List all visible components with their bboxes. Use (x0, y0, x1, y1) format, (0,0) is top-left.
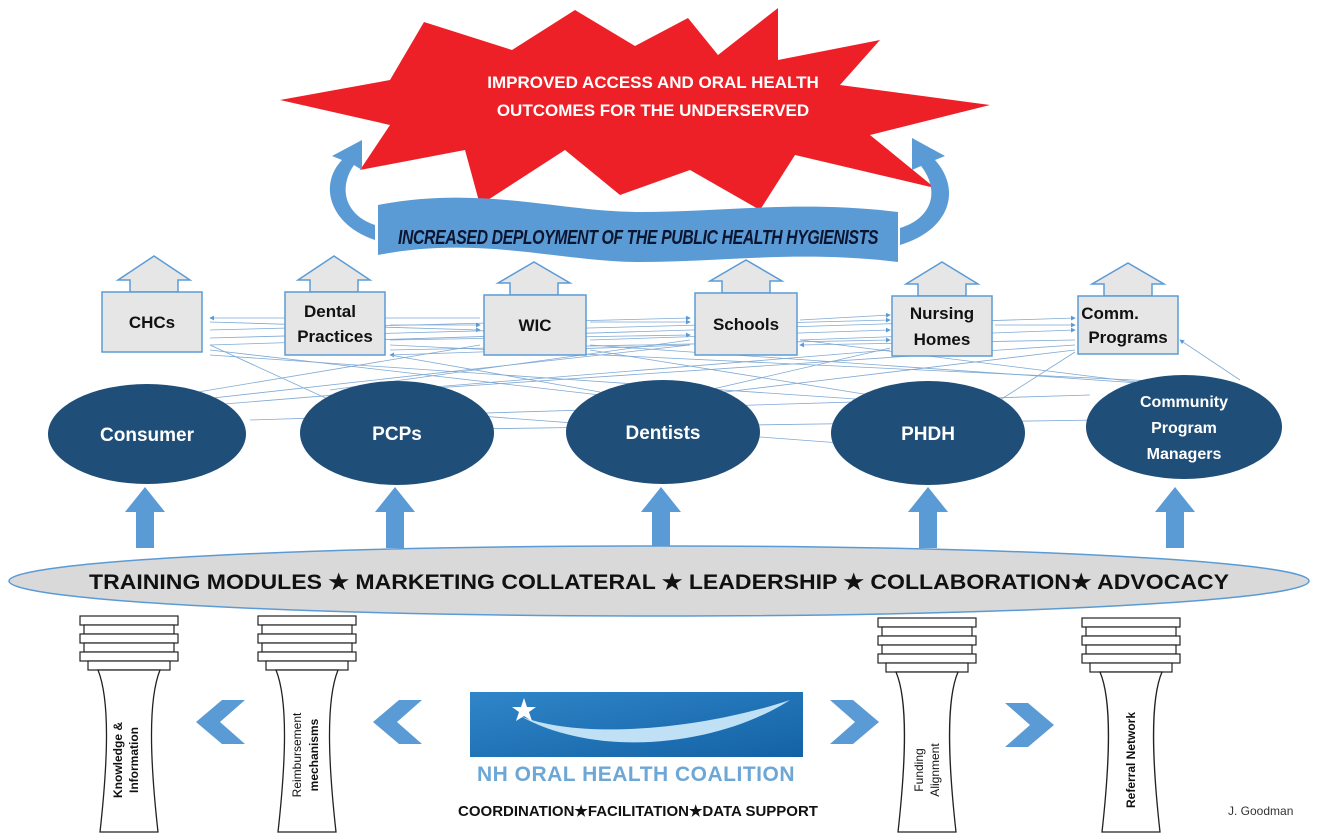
goal-starburst (280, 8, 990, 210)
star-icon (512, 698, 536, 721)
pillar-capital-icon (877, 617, 977, 673)
stakeholder-cpm-label-2: Program (1151, 420, 1217, 437)
stakeholder-consumer[interactable]: Consumer (48, 384, 246, 484)
pillar-funding-label-1: Funding (912, 748, 926, 791)
pillar-knowledge: Knowledge & Information (79, 615, 179, 833)
foundation-bar (8, 545, 1310, 617)
pillar-funding: Funding Alignment (877, 617, 977, 833)
up-arrow-icon (707, 259, 785, 294)
stakeholder-dentists[interactable]: Dentists (566, 380, 760, 484)
up-arrow-icon (495, 261, 573, 296)
chevron-left-icon (196, 700, 245, 744)
pillar-reimb-label-1: Reimbursement (290, 712, 304, 797)
stakeholder-cpm-label-3: Managers (1147, 446, 1222, 463)
up-arrow-icon (641, 487, 681, 548)
chevron-left-icon (373, 700, 422, 744)
setting-dental-practices[interactable]: Dental Practices (284, 255, 386, 356)
up-arrow-icon (375, 487, 415, 548)
coalition-name: NH ORAL HEALTH COALITION (477, 763, 795, 786)
stakeholder-phdh[interactable]: PHDH (831, 381, 1025, 485)
swoosh (520, 700, 790, 743)
setting-nursing-label-2: Homes (914, 330, 971, 349)
pillar-knowledge-label-2: Information (127, 727, 141, 793)
coalition-logo (470, 692, 803, 757)
stakeholder-consumer-label: Consumer (100, 425, 195, 446)
setting-schools-label: Schools (713, 315, 779, 334)
chevron-right-icon (1005, 703, 1054, 747)
setting-comm-label-1: Comm. (1081, 304, 1139, 323)
deployment-banner (378, 197, 898, 262)
pillar-reimb-label-2: mechanisms (307, 718, 321, 791)
pillar-funding-label-2: Alignment (928, 743, 942, 797)
pillar-knowledge-label-1: Knowledge & (111, 722, 125, 798)
pillar-capital-icon (1081, 617, 1181, 673)
pillar-referral-label: Referral Network (1124, 712, 1138, 808)
up-arrow-icon (1155, 487, 1195, 548)
setting-wic-label: WIC (518, 316, 551, 335)
setting-schools[interactable]: Schools (694, 259, 798, 356)
stakeholder-phdh-label: PHDH (901, 424, 955, 445)
foundation-text: TRAINING MODULES ★ MARKETING COLLATERAL … (89, 571, 1229, 594)
chevron-right-icon (830, 700, 879, 744)
pillar-capital-icon (257, 615, 357, 671)
up-arrow-icon (115, 255, 193, 293)
left-curved-arrow (329, 140, 375, 240)
coalition-roles: COORDINATION★FACILITATION★DATA SUPPORT (458, 803, 818, 820)
foundation-up-arrows (125, 487, 1195, 548)
up-arrow-icon (295, 255, 373, 293)
setting-comm-programs[interactable]: Comm. Programs (1077, 262, 1179, 355)
setting-nursing-label-1: Nursing (910, 304, 974, 323)
chevrons (196, 700, 1054, 747)
up-arrow-icon (908, 487, 948, 548)
setting-wic[interactable]: WIC (483, 261, 587, 356)
pillar-reimbursement: Reimbursement mechanisms (257, 615, 357, 833)
right-curved-arrow (900, 138, 950, 245)
pillar-referral: Referral Network (1081, 617, 1181, 833)
setting-dental-label-2: Practices (297, 327, 373, 346)
up-arrow-icon (903, 261, 981, 297)
up-arrow-icon (1089, 262, 1167, 297)
setting-chcs[interactable]: CHCs (101, 255, 203, 353)
stakeholder-dentists-label: Dentists (626, 423, 701, 444)
banner-text: INCREASED DEPLOYMENT OF THE PUBLIC HEALT… (398, 227, 879, 249)
stakeholder-community-program-managers[interactable]: Community Program Managers (1086, 375, 1282, 479)
setting-chcs-label: CHCs (129, 313, 175, 332)
setting-comm-label-2: Programs (1088, 328, 1167, 347)
setting-nursing-homes[interactable]: Nursing Homes (891, 261, 993, 357)
stakeholder-pcps-label: PCPs (372, 424, 422, 445)
stakeholder-cpm-label-1: Community (1140, 394, 1228, 411)
up-arrow-icon (125, 487, 165, 548)
goal-line-1: IMPROVED ACCESS AND ORAL HEALTH (487, 73, 819, 92)
stakeholder-pcps[interactable]: PCPs (300, 381, 494, 485)
author-credit: J. Goodman (1228, 804, 1293, 818)
goal-line-2: OUTCOMES FOR THE UNDERSERVED (497, 101, 809, 120)
setting-dental-label-1: Dental (304, 302, 356, 321)
pillar-capital-icon (79, 615, 179, 671)
